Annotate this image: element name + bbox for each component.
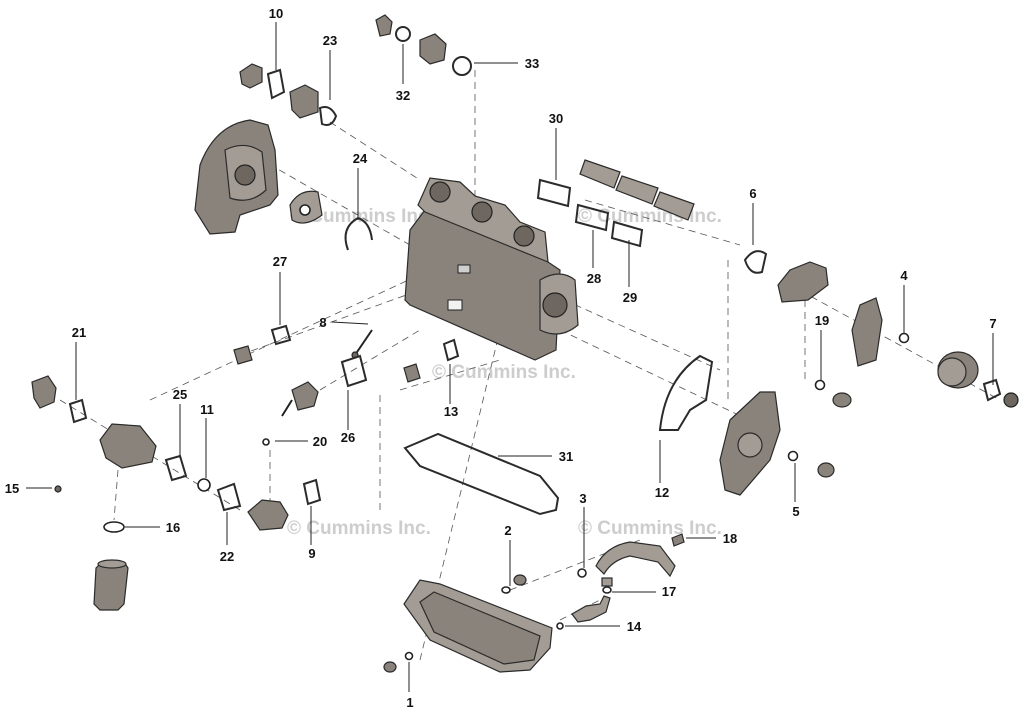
watermark-1: © Cummins Inc. bbox=[290, 206, 434, 227]
callout-30: 30 bbox=[549, 111, 563, 126]
callout-12: 12 bbox=[655, 485, 669, 500]
callout-22: 22 bbox=[220, 549, 234, 564]
watermark-2: © Cummins Inc. bbox=[578, 206, 722, 227]
plate-gasket-13 bbox=[403, 338, 460, 383]
callout-28: 28 bbox=[587, 271, 601, 286]
filter-head-gasket bbox=[164, 454, 188, 482]
callout-6: 6 bbox=[749, 186, 756, 201]
callout-25: 25 bbox=[173, 387, 187, 402]
callout-16: 16 bbox=[166, 520, 180, 535]
oil-pressure-sender bbox=[281, 381, 319, 417]
plug-15 bbox=[54, 485, 62, 493]
o-ring-16 bbox=[103, 521, 125, 533]
callout-15: 15 bbox=[5, 481, 19, 496]
callout-leaders bbox=[26, 22, 994, 692]
callout-31: 31 bbox=[559, 449, 573, 464]
tube-bracket-18 bbox=[671, 533, 685, 547]
callout-3: 3 bbox=[579, 491, 586, 506]
oil-pan bbox=[403, 579, 553, 673]
thermostat-housing-lower bbox=[31, 375, 88, 424]
front-gear-cover bbox=[719, 391, 781, 496]
drain-plug bbox=[383, 651, 414, 673]
callout-7: 7 bbox=[989, 316, 996, 331]
fan-hub bbox=[937, 351, 1019, 408]
callout-14: 14 bbox=[627, 619, 642, 634]
o-ring-20 bbox=[262, 438, 270, 446]
water-pump bbox=[743, 250, 829, 303]
callout-9: 9 bbox=[308, 546, 315, 561]
watermark-3: © Cummins Inc. bbox=[432, 362, 576, 383]
dipstick-tube bbox=[556, 595, 611, 630]
alignment-lines bbox=[59, 70, 1001, 661]
cover-plate bbox=[233, 324, 292, 365]
o-ring-3 bbox=[577, 568, 587, 578]
callout-33: 33 bbox=[525, 56, 539, 71]
callout-8: 8 bbox=[319, 315, 326, 330]
oil-filter bbox=[93, 559, 129, 611]
callout-21: 21 bbox=[72, 325, 86, 340]
flywheel-housing bbox=[194, 119, 279, 235]
callout-1: 1 bbox=[406, 695, 413, 710]
callout-26: 26 bbox=[341, 430, 355, 445]
watermark-4: © Cummins Inc. bbox=[287, 518, 431, 539]
oil-pan-plug bbox=[501, 574, 527, 594]
callout-4: 4 bbox=[900, 268, 908, 283]
callout-13: 13 bbox=[444, 404, 458, 419]
o-ring-17 bbox=[601, 577, 613, 594]
intake-covers bbox=[579, 159, 695, 221]
callout-24: 24 bbox=[353, 151, 368, 166]
access-cover-gasket bbox=[340, 354, 368, 388]
oil-filter-head bbox=[99, 423, 157, 469]
thermostat-housing bbox=[239, 63, 286, 100]
adapter-gasket bbox=[216, 482, 242, 512]
watermark-5: © Cummins Inc. bbox=[578, 518, 722, 539]
cylinder-block bbox=[404, 177, 579, 361]
sensor bbox=[351, 329, 373, 359]
manifold-gaskets bbox=[536, 178, 644, 248]
callout-19: 19 bbox=[815, 313, 829, 328]
callout-32: 32 bbox=[396, 88, 410, 103]
water-outlet-connection bbox=[289, 84, 338, 126]
suction-tube bbox=[595, 541, 676, 578]
adapter-gasket-9 bbox=[302, 478, 322, 506]
callout-11: 11 bbox=[200, 402, 214, 417]
rear-cover bbox=[289, 190, 323, 224]
oil-pan-gasket bbox=[403, 432, 560, 516]
callout-23: 23 bbox=[323, 33, 337, 48]
front-cover-gasket bbox=[658, 354, 714, 431]
callout-20: 20 bbox=[313, 434, 327, 449]
callout-2: 2 bbox=[504, 523, 511, 538]
callout-10: 10 bbox=[269, 6, 283, 21]
callout-18: 18 bbox=[723, 531, 737, 546]
idler-plug bbox=[814, 379, 852, 408]
o-ring-11 bbox=[197, 478, 211, 492]
callout-29: 29 bbox=[623, 290, 637, 305]
front-seal bbox=[787, 450, 835, 478]
callouts: 10 23 32 33 24 30 28 29 6 4 7 19 27 8 21… bbox=[5, 6, 997, 710]
oil-cooler-adapter bbox=[247, 499, 289, 531]
fan-hub-bracket bbox=[851, 297, 910, 367]
callout-5: 5 bbox=[792, 504, 799, 519]
callout-27: 27 bbox=[273, 254, 287, 269]
water-inlet bbox=[375, 14, 472, 76]
callout-17: 17 bbox=[662, 584, 676, 599]
